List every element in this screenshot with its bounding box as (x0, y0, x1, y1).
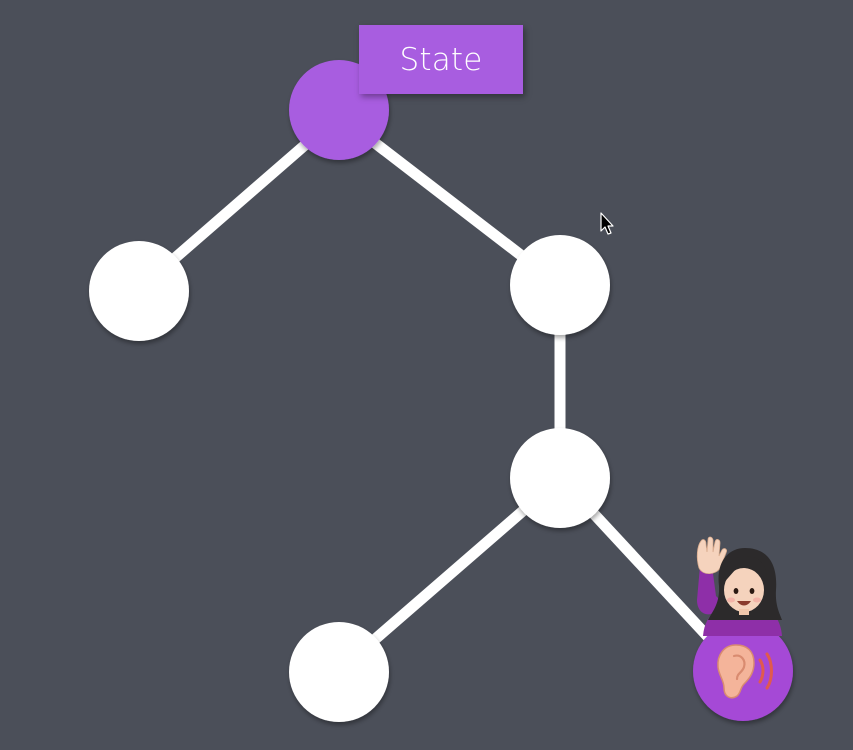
edge-root-left-child (171, 140, 309, 263)
edge-root-right-child (371, 138, 526, 261)
middle-node[interactable] (510, 428, 610, 528)
mouse-pointer-icon (600, 212, 614, 235)
state-label: State (359, 25, 523, 94)
tree-edges (171, 138, 715, 646)
right-child-node[interactable] (510, 235, 610, 335)
ear-with-sound-waves-icon (717, 644, 773, 699)
edge-middle-node-bottom-right (589, 510, 715, 643)
tree-nodes (89, 60, 793, 722)
left-child-node[interactable] (89, 241, 189, 341)
edge-middle-node-bottom-left (369, 505, 528, 646)
person-raising-hand-icon (696, 536, 782, 636)
bottom-left-node[interactable] (289, 622, 389, 722)
